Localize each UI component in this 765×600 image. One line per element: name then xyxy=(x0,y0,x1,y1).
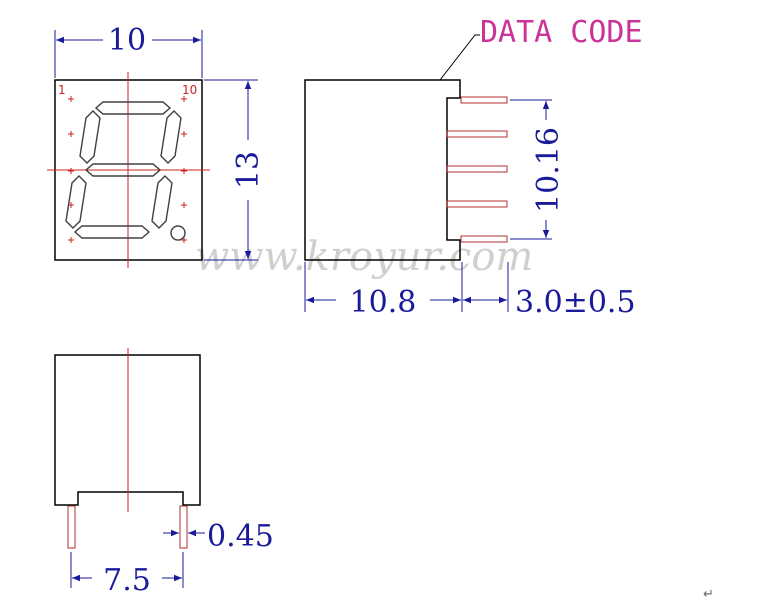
side-view: DATA CODE 10.16 10.8 3.0±0.5 xyxy=(304,15,643,320)
side-pin-1 xyxy=(460,96,508,104)
side-body-outline xyxy=(304,79,461,261)
side-pin-5 xyxy=(460,235,508,243)
segment-g xyxy=(84,163,162,177)
return-mark: ↵ xyxy=(703,587,714,600)
pin-span-dimension-label: 10.16 xyxy=(531,127,566,213)
segment-e xyxy=(65,175,87,229)
decimal-point xyxy=(170,225,186,241)
pin-1-label: 1 xyxy=(58,83,66,97)
segment-f xyxy=(79,110,101,164)
pitch-dimension-label: 7.5 xyxy=(103,563,151,598)
pin-10-label: 10 xyxy=(182,83,197,97)
segment-a xyxy=(94,101,172,115)
front-view: 1 10 10 xyxy=(47,23,266,268)
bottom-pin-right xyxy=(179,505,188,549)
segment-d xyxy=(73,225,151,239)
data-code-label: DATA CODE xyxy=(480,15,643,50)
depth-dimension-label: 10.8 xyxy=(350,285,417,320)
side-pins xyxy=(446,96,508,243)
side-pin-3 xyxy=(446,165,508,173)
seven-segment-digit xyxy=(65,101,186,241)
bottom-pin-left xyxy=(67,505,76,549)
watermark-text: www.kroyur.com xyxy=(195,234,533,280)
bottom-body-outline xyxy=(54,354,201,506)
pin-position-marks xyxy=(68,96,187,243)
pin-diameter-dimension-label: 0.45 xyxy=(207,519,274,554)
segment-b xyxy=(160,110,182,164)
segment-c xyxy=(151,175,173,229)
side-pin-4 xyxy=(446,200,508,208)
side-pin-2 xyxy=(446,130,508,138)
height-dimension-label: 13 xyxy=(231,151,266,189)
pin-length-dimension-label: 3.0±0.5 xyxy=(515,285,636,320)
bottom-view: 0.45 7.5 xyxy=(54,348,274,598)
data-code-leader xyxy=(439,34,480,81)
width-dimension-label: 10 xyxy=(108,23,146,58)
